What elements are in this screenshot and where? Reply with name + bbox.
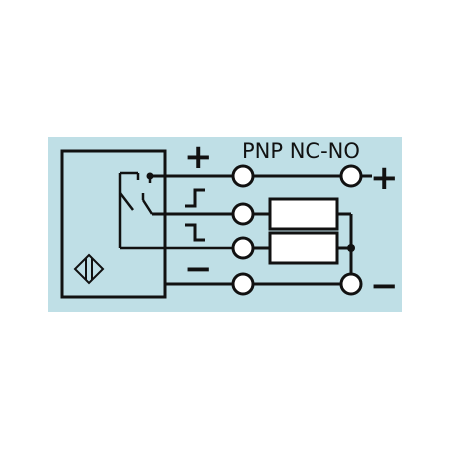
junction-dot-load	[347, 244, 355, 252]
inductive-sensor-symbol-icon	[73, 253, 105, 285]
terminal-output-plus	[339, 164, 363, 188]
terminal-nc	[231, 202, 255, 226]
falling-edge-symbol-icon	[185, 223, 205, 242]
load-resistor-2	[268, 231, 339, 265]
sensor-body	[60, 149, 167, 299]
label-input-plus: +	[184, 137, 213, 177]
load-resistor-1	[268, 197, 339, 231]
terminal-plus	[231, 164, 255, 188]
rising-edge-symbol-icon	[185, 188, 205, 208]
label-input-minus: −	[184, 249, 213, 289]
junction-dot-switch	[146, 172, 154, 180]
diagram-title: PNP NC-NO	[242, 139, 360, 163]
terminal-no	[231, 236, 255, 260]
label-output-minus: −	[370, 266, 399, 306]
terminal-minus	[231, 272, 255, 296]
label-output-plus: +	[370, 158, 399, 198]
terminal-output-minus	[339, 272, 363, 296]
